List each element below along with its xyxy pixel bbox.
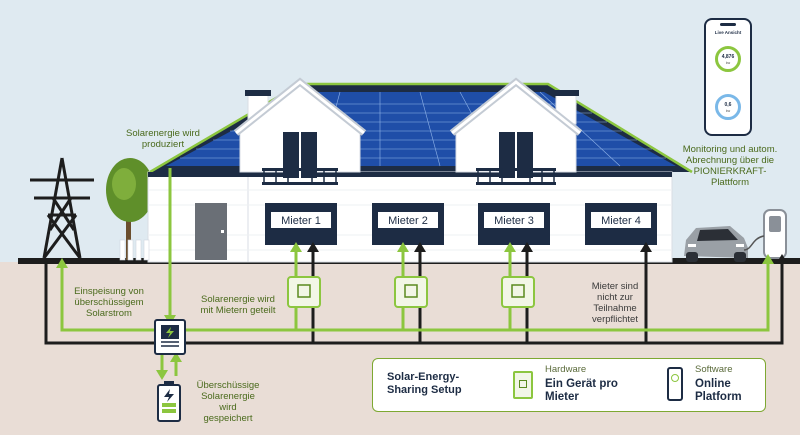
grid-arrowheads xyxy=(307,242,788,264)
label-shared: Solarenergie wird mit Mietern geteilt xyxy=(200,294,276,316)
gable-right xyxy=(449,77,583,185)
power-tower-icon xyxy=(30,157,94,259)
phone-gauge-2 xyxy=(715,94,741,120)
setup-legend: Solar-Energy- Sharing Setup Hardware Ein… xyxy=(372,358,766,412)
phone-mockup: Live Ansicht 4,876 kw 0,6 kw xyxy=(704,18,752,136)
ev-charger-icon xyxy=(743,209,787,259)
legend-hardware-value: Ein Gerät pro Mieter xyxy=(545,378,618,403)
legend-software-value: Online Platform xyxy=(695,378,742,403)
legend-hardware-icon xyxy=(513,371,533,399)
tree-icon xyxy=(106,158,154,260)
battery-icon xyxy=(157,381,181,422)
legend-title: Solar-Energy- Sharing Setup xyxy=(387,371,462,396)
phone-unit-1: kw xyxy=(725,61,731,65)
tenant-label-4: Mieter 4 xyxy=(590,211,652,229)
legend-software-icon xyxy=(667,367,683,401)
label-monitoring: Monitoring und autom. Abrechnung über di… xyxy=(682,144,778,188)
phone-gauge-1 xyxy=(715,46,741,72)
phone-notch xyxy=(720,23,736,26)
inverter-icon xyxy=(154,319,186,355)
car-icon xyxy=(684,226,748,262)
legend-hardware-label: Hardware xyxy=(545,364,587,375)
label-not-obliged: Mieter sind nicht zur Teilnahme verpflic… xyxy=(591,281,639,325)
phone-value-2: 0,6 xyxy=(724,102,732,108)
phone-value-1: 4,876 xyxy=(721,54,735,60)
label-solar-produced: Solarenergie wird produziert xyxy=(126,128,200,150)
label-feed-in: Einspeisung von überschüssigem Solarstro… xyxy=(74,286,144,319)
tenant-label-2: Mieter 2 xyxy=(377,211,439,229)
legend-software-label: Software xyxy=(695,364,733,375)
label-stored: Überschüssige Solarenergie wird gespeich… xyxy=(196,380,260,424)
solar-arrowheads xyxy=(56,242,774,380)
hardware-device-icons xyxy=(287,276,535,308)
tenant-label-1: Mieter 1 xyxy=(270,211,332,229)
phone-title: Live Ansicht xyxy=(714,30,742,35)
tenant-label-3: Mieter 3 xyxy=(483,211,545,229)
phone-unit-2: kw xyxy=(725,109,731,113)
gable-left xyxy=(233,77,367,185)
fence xyxy=(119,239,150,261)
